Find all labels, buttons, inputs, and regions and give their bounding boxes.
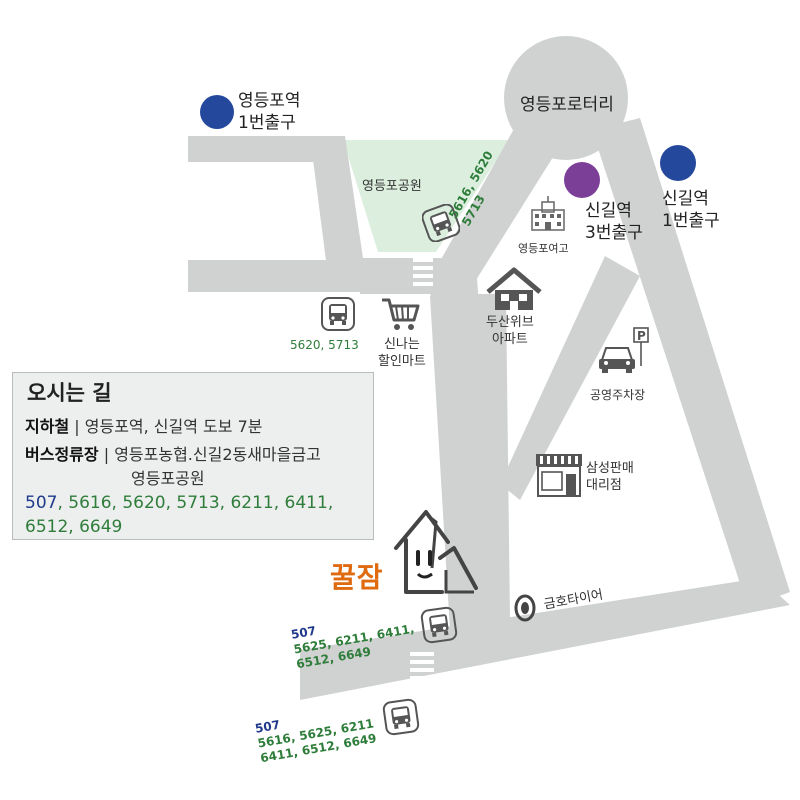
bus-route-list: 507, 5616, 5620, 5713, 6211, 6411, 6512,…	[25, 491, 370, 539]
samsung-line2: 대리점	[586, 478, 622, 493]
route-navy: 507	[25, 493, 58, 513]
store-icon	[536, 454, 582, 497]
road-left-top	[188, 136, 333, 162]
yeongdeungpo-exit1-dot	[200, 95, 234, 129]
mart-name-line1: 신나는	[383, 337, 420, 352]
subway-text: 영등포역, 신길역 도보 7분	[84, 417, 263, 436]
subway-label: 지하철	[25, 417, 70, 436]
road-middle-diagonal	[500, 256, 640, 500]
directions-panel: 오시는 길 지하철 | 영등포역, 신길역 도보 7분 버스정류장 | 영등포농…	[12, 372, 374, 540]
road-right-east	[592, 118, 790, 608]
route-comma: ,	[57, 493, 69, 513]
mart-bus-routes: 5620, 5713	[290, 338, 359, 352]
exit-number: 3번출구	[585, 223, 643, 243]
svg-text:P: P	[637, 329, 646, 343]
bus-text-line1: 영등포농협.신길2동새마을금고	[114, 445, 321, 464]
doosan-line2: 아파트	[491, 332, 528, 347]
park-area	[343, 140, 510, 252]
yeongdeungpo-exit1-label: 영등포역 1번출구	[238, 90, 301, 134]
bus-label: 버스정류장	[25, 445, 99, 464]
mart-label: 신나는 할인마트	[378, 336, 426, 370]
exit-number: 1번출구	[662, 211, 720, 231]
bus-stop-park-icon	[422, 204, 460, 242]
singil-exit3-label: 신길역 3번출구	[585, 200, 643, 244]
station-name: 영등포역	[238, 91, 301, 111]
mart-name-line2: 할인마트	[378, 354, 426, 369]
station-name: 신길역	[585, 201, 632, 221]
exit-number: 1번출구	[238, 113, 296, 133]
parking-icon: P	[599, 327, 649, 373]
road-house-street	[430, 296, 492, 664]
station-name: 신길역	[662, 189, 709, 209]
school-icon	[531, 196, 565, 231]
bus-row-2: 영등포공원	[131, 469, 205, 488]
subway-row: 지하철 | 영등포역, 신길역 도보 7분	[25, 413, 262, 437]
brand-name: 꿀잠	[330, 561, 384, 594]
crosswalk-top	[413, 258, 433, 286]
route-green: 5616, 5620, 5713, 6211, 6411, 6512, 6649	[25, 493, 334, 537]
singil-exit1-dot	[660, 145, 696, 181]
bus-stop-shop-icon	[420, 606, 458, 644]
samsung-line1: 삼성판매	[586, 461, 634, 476]
singil-exit1-label: 신길역 1번출구	[662, 188, 720, 232]
house-illustration	[394, 510, 478, 594]
road-left-vertical	[310, 136, 368, 292]
singil-exit3-dot	[564, 162, 600, 198]
tire-icon	[514, 594, 536, 622]
doosan-line1: 두산위브	[486, 315, 534, 330]
road-left-mid	[188, 260, 360, 292]
separator: |	[74, 417, 85, 436]
parking-label: 공영주차장	[590, 388, 646, 402]
rotary-label: 영등포로터리	[520, 95, 614, 115]
bus-stop-bottom-icon	[382, 698, 420, 736]
doosan-label: 두산위브 아파트	[486, 314, 534, 348]
samsung-label: 삼성판매 대리점	[586, 460, 634, 494]
park-label: 영등포공원	[362, 179, 422, 194]
bus-row: 버스정류장 | 영등포농협.신길2동새마을금고	[25, 441, 321, 465]
directions-title: 오시는 길	[27, 381, 112, 405]
shopping-cart-icon	[382, 298, 420, 330]
apartment-icon	[486, 267, 542, 310]
bus-stop-mart-icon	[321, 297, 355, 331]
separator: |	[103, 445, 115, 464]
girls-high-label: 영등포여고	[518, 242, 569, 255]
crosswalk-bottom	[410, 652, 434, 688]
road-main-diagonal	[434, 118, 565, 296]
